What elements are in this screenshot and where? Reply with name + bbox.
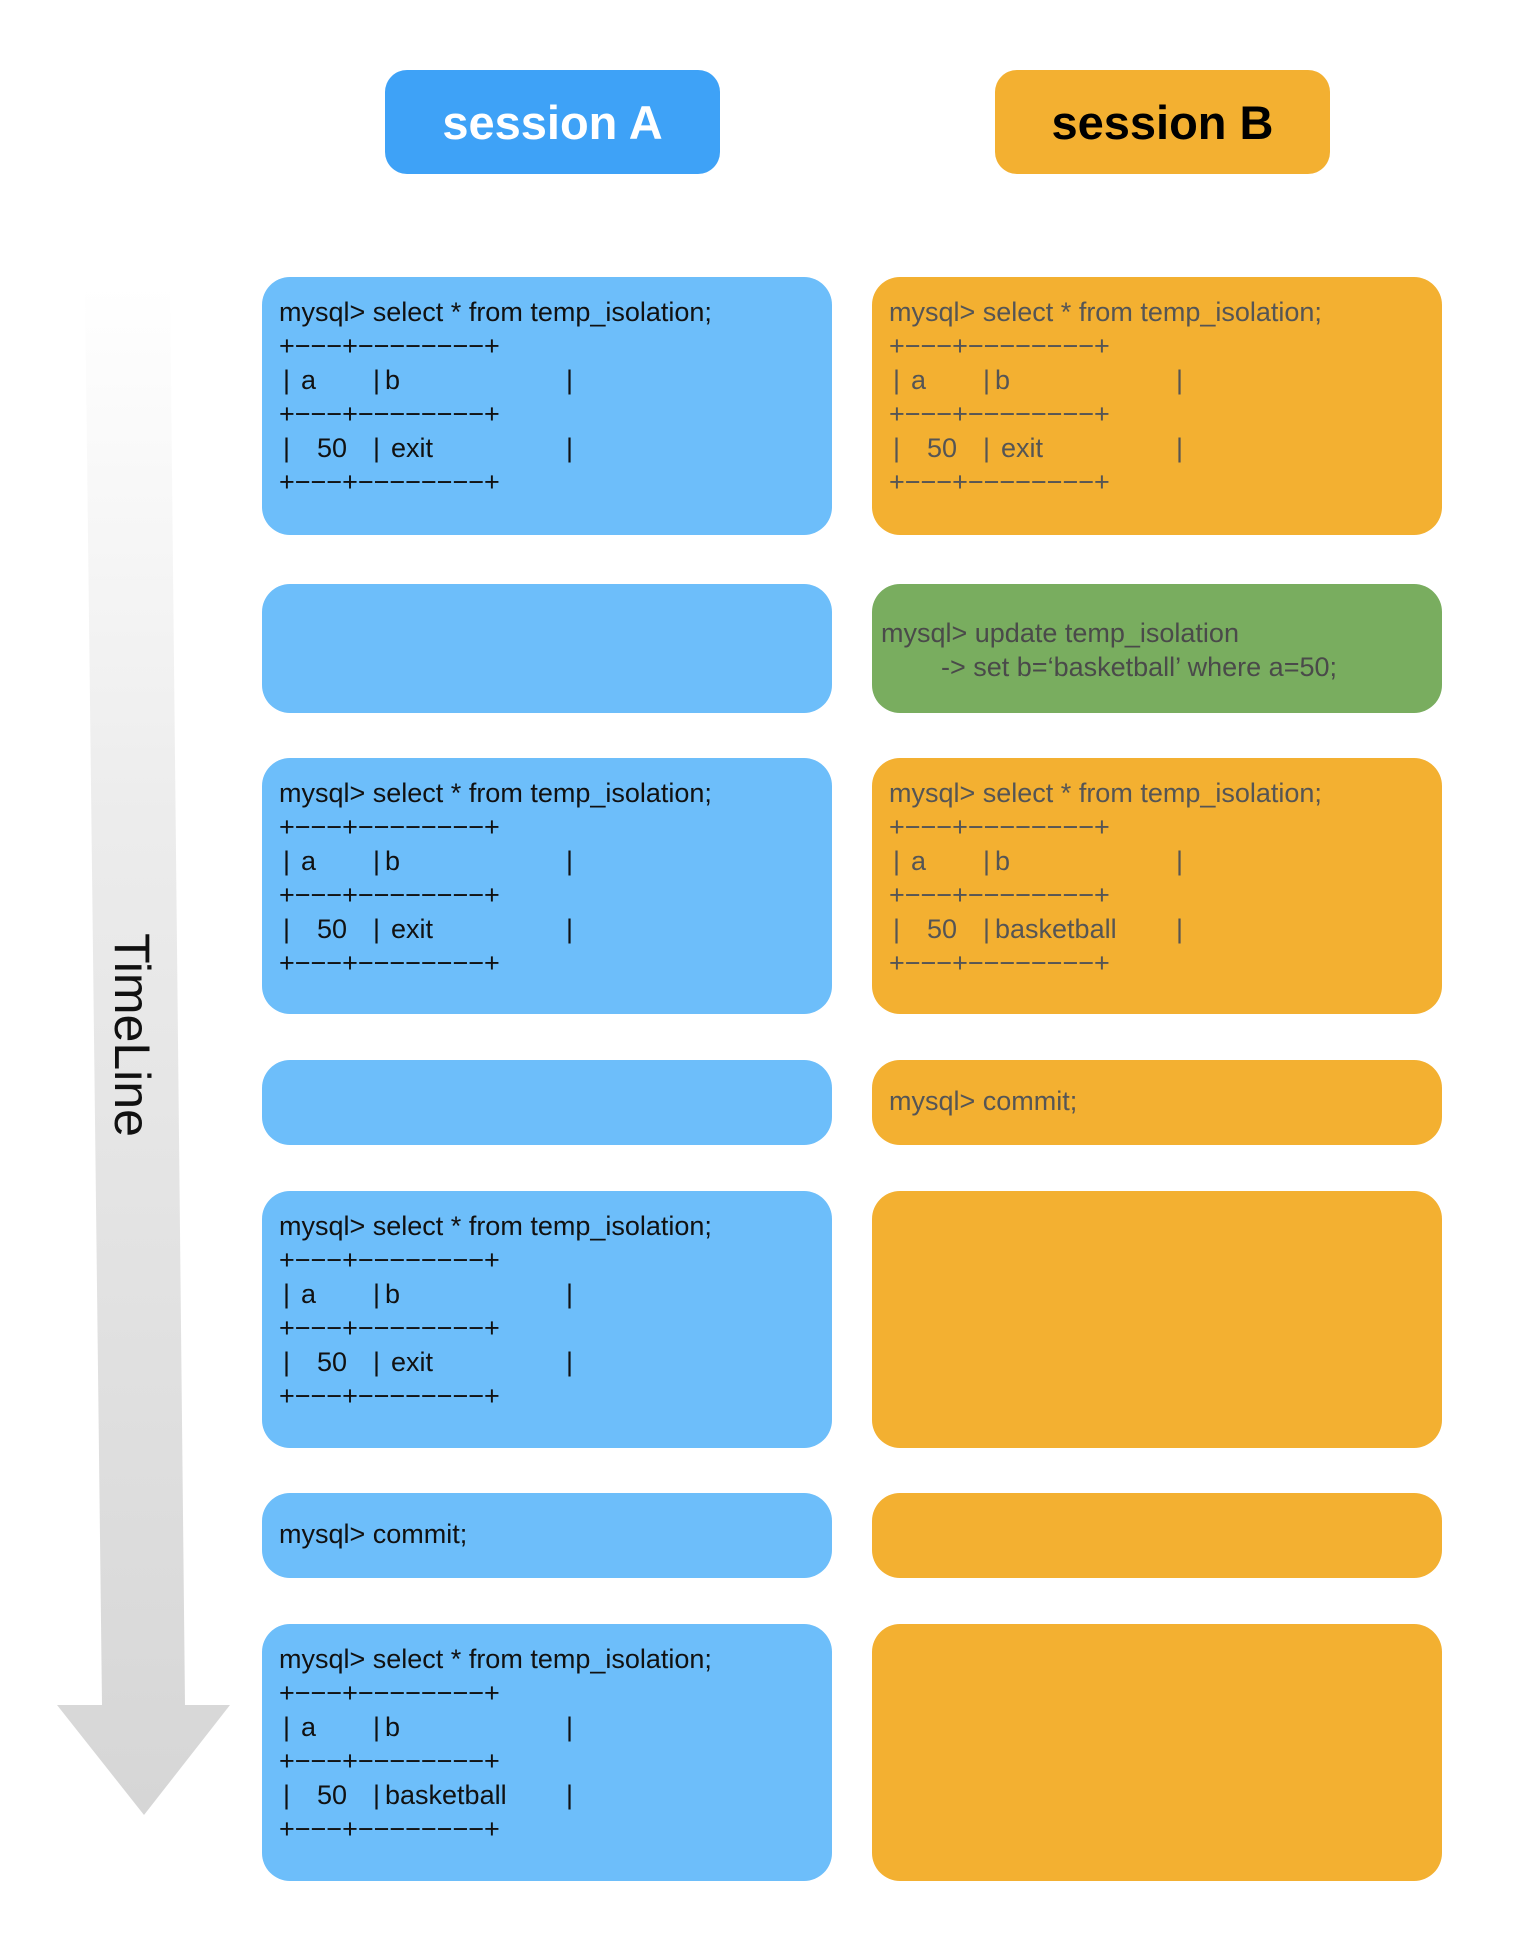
table-border-mid: +−−−+−−−−−−−−+ (279, 1313, 500, 1343)
select-command: mysql> select * from temp_isolation; (889, 297, 1322, 327)
table-header-row: |a|b| (893, 846, 1184, 876)
session-a-step-7: mysql> select * from temp_isolation; +−−… (262, 1624, 832, 1881)
table-data-row: |50|exit| (283, 433, 574, 463)
session-b-update-step: mysql> update temp_isolation -> set b=‘b… (872, 584, 1442, 713)
update-command-line-1: mysql> update temp_isolation (881, 618, 1239, 648)
table-border-bottom: +−−−+−−−−−−−−+ (279, 467, 500, 497)
select-command: mysql> select * from temp_isolation; (279, 297, 712, 327)
table-data-row: |50|basketball| (893, 914, 1184, 944)
timeline-label: TimeLine (104, 933, 160, 1137)
table-border-bottom: +−−−+−−−−−−−−+ (889, 948, 1110, 978)
table-border-mid: +−−−+−−−−−−−−+ (279, 399, 500, 429)
table-header-row: |a|b| (283, 846, 574, 876)
update-command-line-2: -> set b=‘basketball’ where a=50; (911, 652, 1338, 682)
session-b-step-1: mysql> select * from temp_isolation; +−−… (872, 277, 1442, 535)
session-a-commit-step: mysql> commit; (262, 1493, 832, 1578)
session-a-step-3: mysql> select * from temp_isolation; +−−… (262, 758, 832, 1014)
session-b-commit-step: mysql> commit; (872, 1060, 1442, 1145)
table-border-bottom: +−−−+−−−−−−−−+ (279, 1814, 500, 1844)
table-data-row: |50|exit| (283, 914, 574, 944)
table-border-top: +−−−+−−−−−−−−+ (279, 1245, 500, 1275)
session-a-step-2-empty (262, 584, 832, 713)
table-header-row: |a|b| (283, 1279, 574, 1309)
session-a-header: session A (385, 70, 720, 174)
table-header-row: |a|b| (283, 1712, 574, 1742)
table-border-top: +−−−+−−−−−−−−+ (279, 331, 500, 361)
table-border-mid: +−−−+−−−−−−−−+ (279, 1746, 500, 1776)
session-b-step-5-empty (872, 1191, 1442, 1448)
table-border-bottom: +−−−+−−−−−−−−+ (889, 467, 1110, 497)
select-command: mysql> select * from temp_isolation; (279, 778, 712, 808)
table-border-top: +−−−+−−−−−−−−+ (889, 812, 1110, 842)
session-b-step-7-empty (872, 1624, 1442, 1881)
session-a-step-1: mysql> select * from temp_isolation; +−−… (262, 277, 832, 535)
commit-command: mysql> commit; (279, 1519, 468, 1549)
session-b-step-3: mysql> select * from temp_isolation; +−−… (872, 758, 1442, 1014)
table-border-top: +−−−+−−−−−−−−+ (889, 331, 1110, 361)
select-command: mysql> select * from temp_isolation; (279, 1211, 712, 1241)
session-a-step-5: mysql> select * from temp_isolation; +−−… (262, 1191, 832, 1448)
commit-command: mysql> commit; (889, 1086, 1078, 1116)
session-a-step-4-empty (262, 1060, 832, 1145)
table-border-top: +−−−+−−−−−−−−+ (279, 812, 500, 842)
table-header-row: |a|b| (283, 365, 574, 395)
table-border-bottom: +−−−+−−−−−−−−+ (279, 1381, 500, 1411)
select-command: mysql> select * from temp_isolation; (279, 1644, 712, 1674)
table-data-row: |50|exit| (893, 433, 1184, 463)
table-border-mid: +−−−+−−−−−−−−+ (889, 399, 1110, 429)
table-border-top: +−−−+−−−−−−−−+ (279, 1678, 500, 1708)
timeline-arrow (57, 285, 230, 1815)
table-header-row: |a|b| (893, 365, 1184, 395)
table-data-row: |50|exit| (283, 1347, 574, 1377)
table-border-mid: +−−−+−−−−−−−−+ (889, 880, 1110, 910)
table-border-bottom: +−−−+−−−−−−−−+ (279, 948, 500, 978)
session-b-header: session B (995, 70, 1330, 174)
select-command: mysql> select * from temp_isolation; (889, 778, 1322, 808)
table-data-row: |50|basketball| (283, 1780, 574, 1810)
timeline-arrow-shape (57, 285, 230, 1815)
session-b-step-6-empty (872, 1493, 1442, 1578)
table-border-mid: +−−−+−−−−−−−−+ (279, 880, 500, 910)
